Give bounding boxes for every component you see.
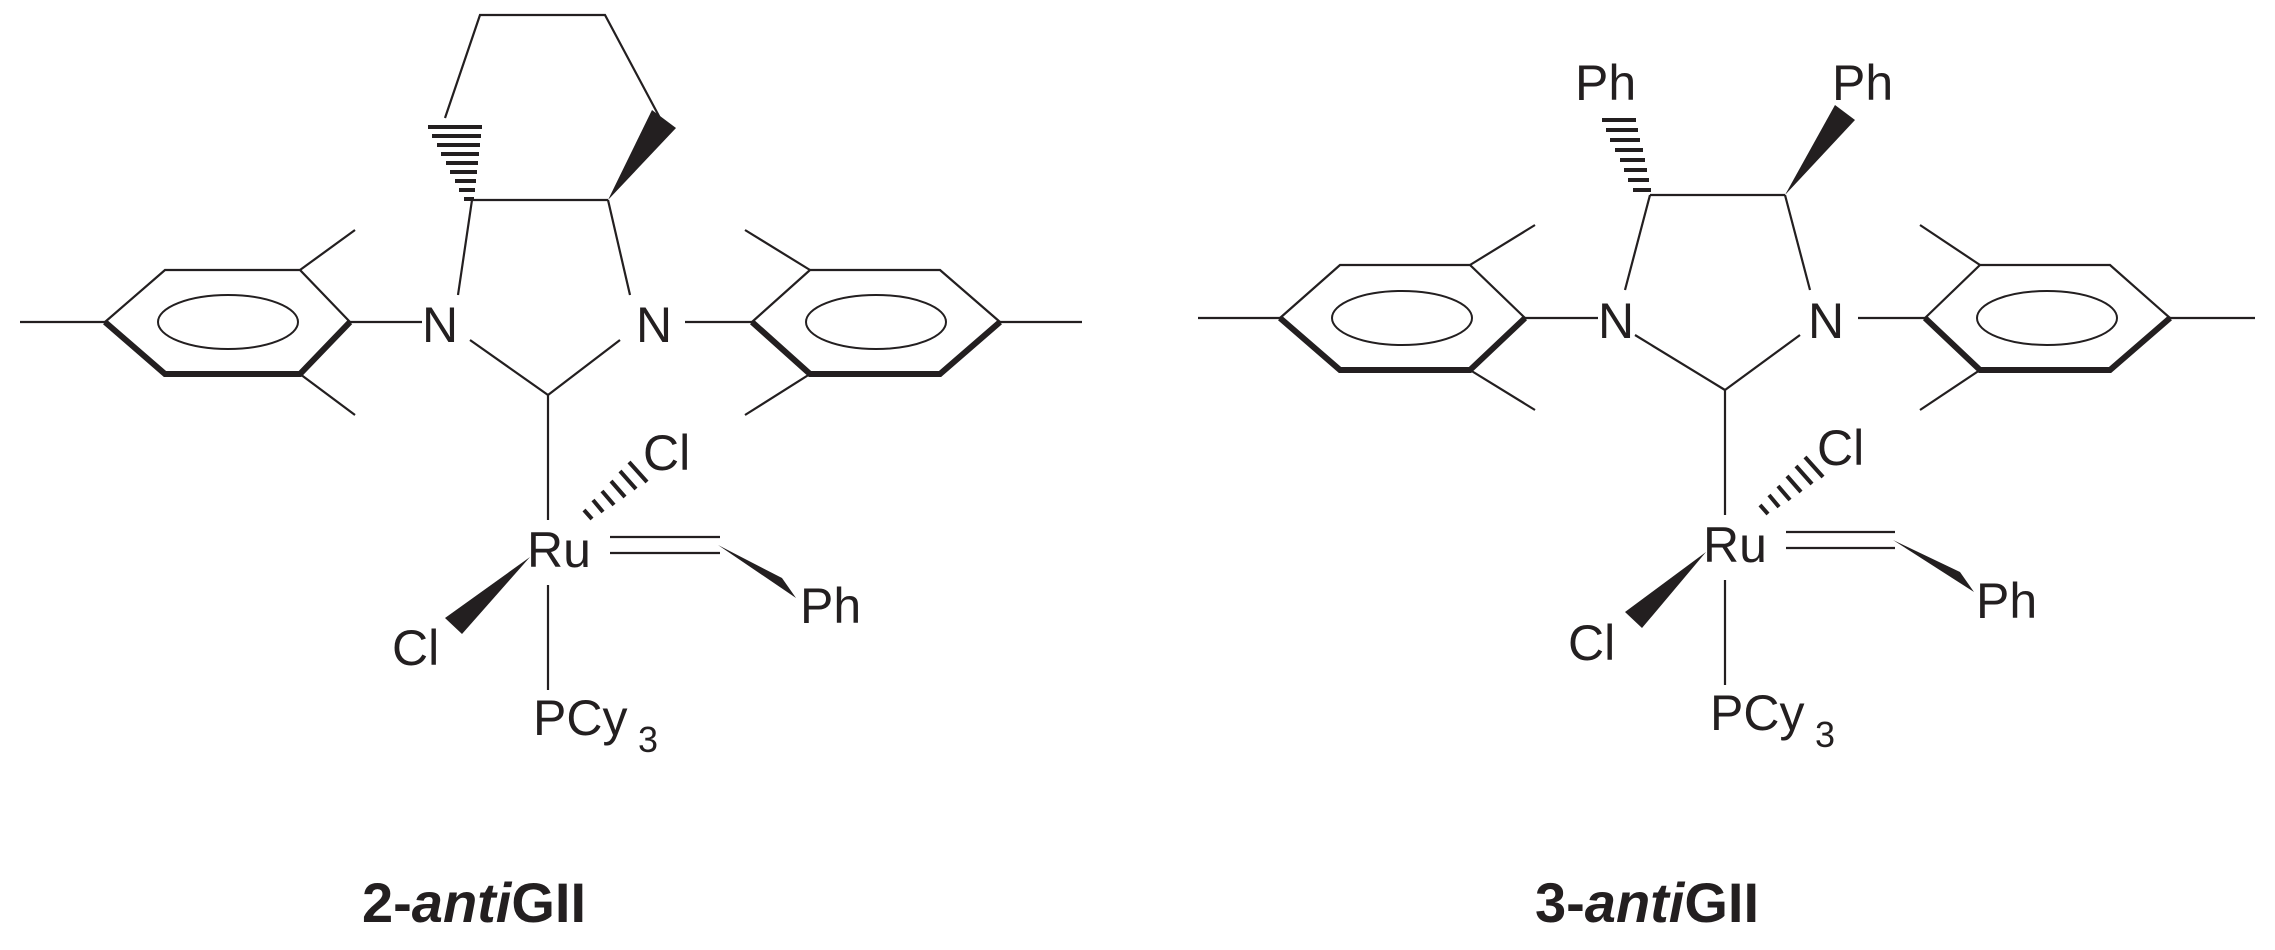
mesityl-right xyxy=(685,229,1082,416)
pcy3-subscript: 3 xyxy=(638,719,658,760)
phenyl-label-carbene: Ph xyxy=(800,578,861,634)
imidazolidine-ring xyxy=(456,198,632,520)
double-bond-ru-carbene xyxy=(1786,530,1895,550)
hashed-bond-ru-cl xyxy=(1758,455,1825,516)
phenyl-label-top-left: Ph xyxy=(1575,55,1636,111)
wedge-bond-ru-cl xyxy=(445,557,530,634)
hashed-bond-left xyxy=(1602,118,1651,192)
compound-caption: 2-antiGII xyxy=(362,871,586,934)
nitrogen-label-right: N xyxy=(1808,293,1844,349)
imidazolidine-ring xyxy=(1623,193,1812,515)
nitrogen-label-left: N xyxy=(422,297,458,353)
molecule-3-antiGII: Ph Ph N N xyxy=(1198,55,2255,934)
pcy3-label: PCy xyxy=(1710,685,1804,741)
hashed-bond-left xyxy=(428,125,482,201)
chlorine-label-top: Cl xyxy=(1817,420,1864,476)
hashed-bond-ru-cl xyxy=(582,460,649,521)
double-bond-ru-carbene xyxy=(610,535,720,555)
phenyl-label-carbene: Ph xyxy=(1976,573,2037,629)
chlorine-label-left: Cl xyxy=(392,620,439,676)
pcy3-subscript: 3 xyxy=(1815,714,1835,755)
wedge-bond-carbene-ph xyxy=(718,545,796,598)
nitrogen-label-right: N xyxy=(636,297,672,353)
mesityl-right xyxy=(1858,224,2255,411)
compound-caption: 3-antiGII xyxy=(1535,871,1759,934)
wedge-bond-right xyxy=(608,110,676,200)
phenyl-label-top-right: Ph xyxy=(1832,55,1893,111)
wedge-bond-ru-cl xyxy=(1625,552,1706,628)
nitrogen-label-left: N xyxy=(1598,293,1634,349)
wedge-bond-carbene-ph xyxy=(1893,540,1974,592)
molecule-2-antiGII: N N Ru xyxy=(20,13,1082,934)
mesityl-left xyxy=(1198,224,1598,411)
chlorine-label-left: Cl xyxy=(1568,615,1615,671)
ruthenium-label: Ru xyxy=(1703,517,1767,573)
cyclohexane-ring xyxy=(443,13,661,119)
chlorine-label-top: Cl xyxy=(643,425,690,481)
mesityl-left xyxy=(20,229,422,416)
ruthenium-label: Ru xyxy=(527,522,591,578)
pcy3-label: PCy xyxy=(533,690,627,746)
wedge-bond-right xyxy=(1785,105,1855,195)
